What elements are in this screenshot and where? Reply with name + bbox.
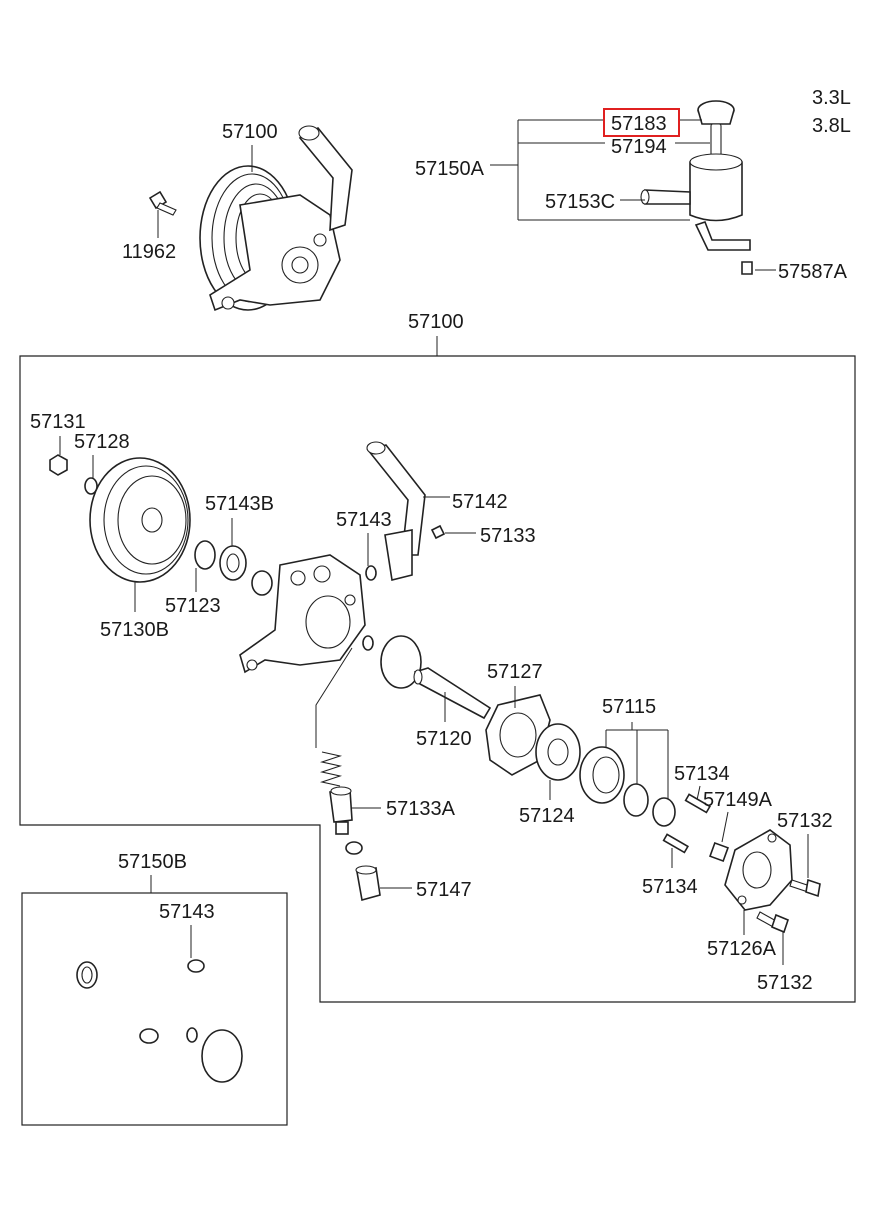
kit-o-ring-57143[interactable] (187, 959, 205, 973)
rotor[interactable] (623, 783, 649, 817)
pin-57134-bottom[interactable] (662, 833, 689, 854)
label-57130B: 57130B (100, 619, 169, 641)
label-57127: 57127 (487, 661, 543, 683)
label-57143-main: 57143 (336, 509, 392, 531)
label-57134-bottom: 57134 (642, 876, 698, 898)
label-57150A: 57150A (415, 158, 485, 180)
label-57183[interactable]: 57183 (611, 113, 667, 135)
label-57123: 57123 (165, 595, 221, 617)
label-11962: 11962 (122, 241, 176, 263)
reservoir-illustration[interactable] (640, 100, 753, 275)
label-57133A: 57133A (386, 798, 456, 820)
pump-housing[interactable] (239, 554, 366, 674)
label-57150B: 57150B (118, 851, 187, 873)
pin-57149A[interactable] (709, 842, 729, 862)
label-57143B: 57143B (205, 493, 274, 515)
snap-ring-57123[interactable] (194, 540, 216, 570)
oil-seal[interactable] (251, 570, 273, 596)
label-57149A: 57149A (703, 789, 773, 811)
bolt-57132-top[interactable] (789, 878, 821, 898)
label-57128: 57128 (74, 431, 130, 453)
seal-kit-box (21, 892, 288, 1126)
bolt-11962-illustration[interactable] (148, 190, 177, 216)
o-ring-large[interactable] (380, 635, 422, 689)
label-57131: 57131 (30, 411, 86, 433)
label-57587A: 57587A (778, 261, 848, 283)
kit-o-ring-large[interactable] (201, 1029, 243, 1083)
o-ring-valve[interactable] (345, 841, 363, 855)
rear-cover-57126A[interactable] (724, 829, 793, 911)
washer-57128[interactable] (84, 477, 98, 495)
engine-variant-38: 3.8L (812, 115, 851, 137)
label-57147: 57147 (416, 879, 472, 901)
label-57100-box: 57100 (408, 311, 464, 333)
kit-o-ring-a[interactable] (139, 1028, 159, 1044)
label-57132-top: 57132 (777, 810, 833, 832)
main-exploded-view-box (19, 355, 856, 1003)
shaft-57120[interactable] (413, 667, 492, 720)
label-57120: 57120 (416, 728, 472, 750)
label-57143-kit: 57143 (159, 901, 215, 923)
label-57132-bottom: 57132 (757, 972, 813, 994)
label-57194: 57194 (611, 136, 667, 158)
bolt-57133[interactable] (430, 524, 446, 540)
label-57100-top: 57100 (222, 121, 278, 143)
o-ring-57143[interactable] (365, 565, 377, 581)
vanes[interactable] (652, 797, 676, 827)
connector-57147[interactable] (355, 865, 381, 902)
pump-assembly-illustration[interactable] (199, 125, 353, 312)
kit-o-ring-b[interactable] (186, 1027, 198, 1043)
bolt-57132-bottom[interactable] (756, 911, 789, 934)
label-57133: 57133 (480, 525, 536, 547)
o-ring-small[interactable] (362, 635, 374, 651)
highlight-box-57183 (603, 108, 680, 137)
label-57126A: 57126A (707, 938, 777, 960)
nut-57131[interactable] (49, 454, 68, 476)
pulley-57130B[interactable] (89, 457, 191, 583)
flow-control-valve-57133A[interactable] (329, 786, 353, 835)
pressure-pipe-57142[interactable] (366, 441, 426, 581)
label-57134-top: 57134 (674, 763, 730, 785)
label-57124: 57124 (519, 805, 575, 827)
label-57115: 57115 (602, 696, 656, 718)
engine-variant-33: 3.3L (812, 87, 851, 109)
label-57142: 57142 (452, 491, 508, 513)
spring[interactable] (319, 751, 343, 787)
pin-57134-top[interactable] (684, 793, 711, 814)
label-57153C: 57153C (545, 191, 615, 213)
